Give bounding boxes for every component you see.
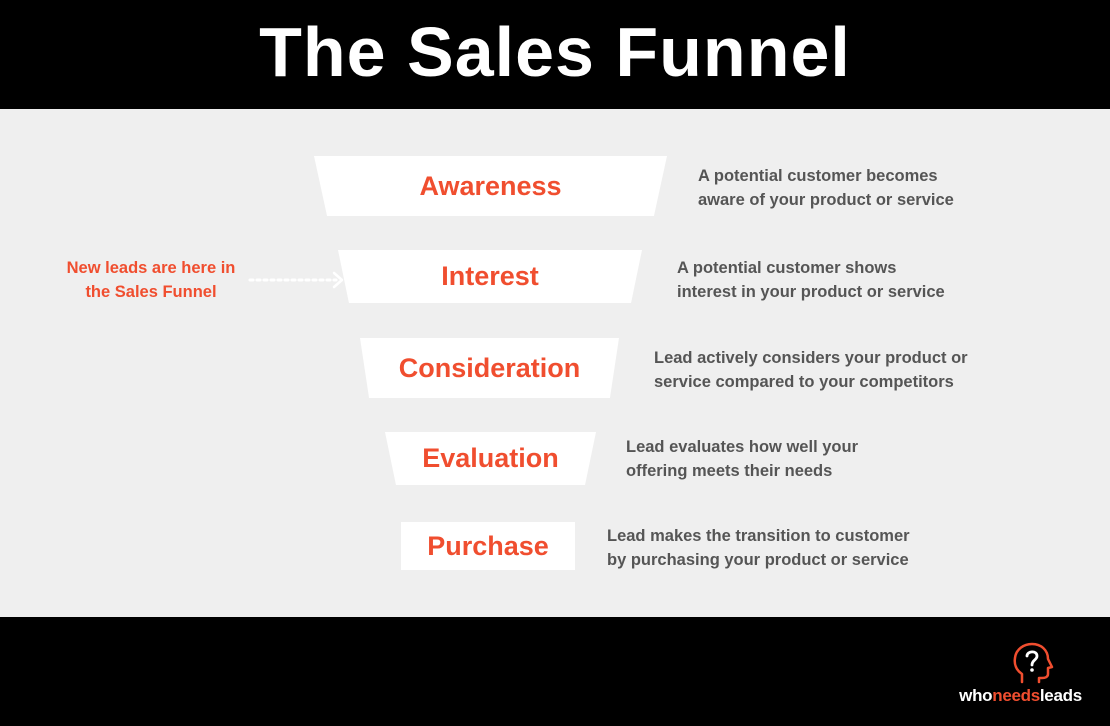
stage-label: Purchase xyxy=(427,530,549,561)
stage-label: Awareness xyxy=(419,170,562,201)
funnel-stage-interest: Interest xyxy=(338,250,642,303)
page-title: The Sales Funnel xyxy=(259,12,851,91)
stage-label: Interest xyxy=(441,261,539,291)
new-leads-note: New leads are here in the Sales Funnel xyxy=(66,259,236,301)
stage-description-interest: A potential customer shows interest in y… xyxy=(677,259,945,301)
footer-bar xyxy=(0,617,1110,726)
stage-description-consideration: Lead actively considers your product or … xyxy=(654,349,968,391)
brand-logo-suffix: leads xyxy=(1039,686,1082,705)
funnel-stage-purchase: Purchase xyxy=(401,522,575,570)
stage-description-evaluation: Lead evaluates how well your offering me… xyxy=(626,438,858,480)
brand-logo-middle: needs xyxy=(992,686,1040,705)
funnel-stage-evaluation: Evaluation xyxy=(385,432,596,485)
funnel-stage-awareness: Awareness xyxy=(314,156,667,216)
stage-label: Consideration xyxy=(398,352,581,383)
header-bar: The Sales Funnel xyxy=(0,0,1110,109)
brand-logo-prefix: who xyxy=(959,686,993,705)
funnel-stage-consideration: Consideration xyxy=(360,338,619,398)
stage-label: Evaluation xyxy=(422,443,559,473)
dotted-arrow-right-icon xyxy=(248,271,344,289)
brand-logo: whoneedsleads xyxy=(948,686,1093,706)
head-question-mark-icon xyxy=(1013,642,1054,684)
stage-description-awareness: A potential customer becomes aware of yo… xyxy=(698,167,954,209)
stage-description-purchase: Lead makes the transition to customer by… xyxy=(607,527,910,569)
